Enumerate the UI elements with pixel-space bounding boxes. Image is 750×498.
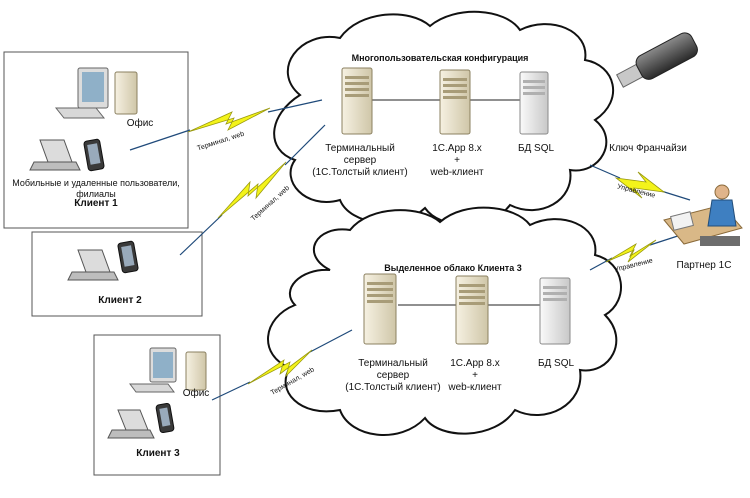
client3-name: Клиент 3 <box>136 448 180 459</box>
cloud2-title: Выделенное облако Клиента 3 <box>384 263 522 273</box>
cloud2-app-label: 1С.App 8.x+web-клиент <box>448 358 502 393</box>
server-tower-icon <box>341 67 373 135</box>
server-tower-icon <box>363 273 397 345</box>
link-mgmt1 <box>589 164 691 201</box>
link-client1 <box>129 99 323 151</box>
client2-devices-icon <box>67 240 139 281</box>
lightning-bolt-icon <box>187 107 271 133</box>
link-client2 <box>179 124 326 256</box>
partner-label: Партнер 1С <box>676 260 732 271</box>
link-client3 <box>211 329 353 401</box>
cloud1-title: Многопользовательская конфигурация <box>351 53 529 63</box>
client3-mobile-icon <box>107 402 175 439</box>
lightning-bolt-icon <box>247 349 313 385</box>
server-tower-icon <box>439 69 471 135</box>
lightning-bolt-icon <box>605 239 657 263</box>
cloud2-db-label: БД SQL <box>537 358 575 369</box>
partner-workstation-icon <box>663 184 743 246</box>
mobile-devices-icon <box>29 138 105 172</box>
office-pc-icon <box>54 67 138 119</box>
db-server-icon <box>539 277 571 345</box>
client3-office-label: Офис <box>182 388 210 399</box>
client2-box <box>31 231 203 317</box>
lightning-bolt-icon <box>217 161 287 219</box>
client1-mobile-label: Мобильные и удаленные пользователи,филиа… <box>12 178 180 199</box>
cloud1-app-label: 1С.App 8.x+web-клиент <box>430 143 484 178</box>
lightning-bolt-icon <box>614 171 666 199</box>
server-tower-icon <box>455 275 489 345</box>
db-server-icon <box>519 71 549 135</box>
usb-key-icon <box>616 32 698 88</box>
client1-name: Клиент 1 <box>74 198 118 209</box>
client2-name: Клиент 2 <box>98 295 142 306</box>
client3-office-pc-icon <box>129 347 207 393</box>
client1-office-label: Офис <box>126 118 154 129</box>
cloud1-db-label: БД SQL <box>517 143 555 154</box>
franchise-key-label: Ключ Франчайзи <box>609 143 687 154</box>
